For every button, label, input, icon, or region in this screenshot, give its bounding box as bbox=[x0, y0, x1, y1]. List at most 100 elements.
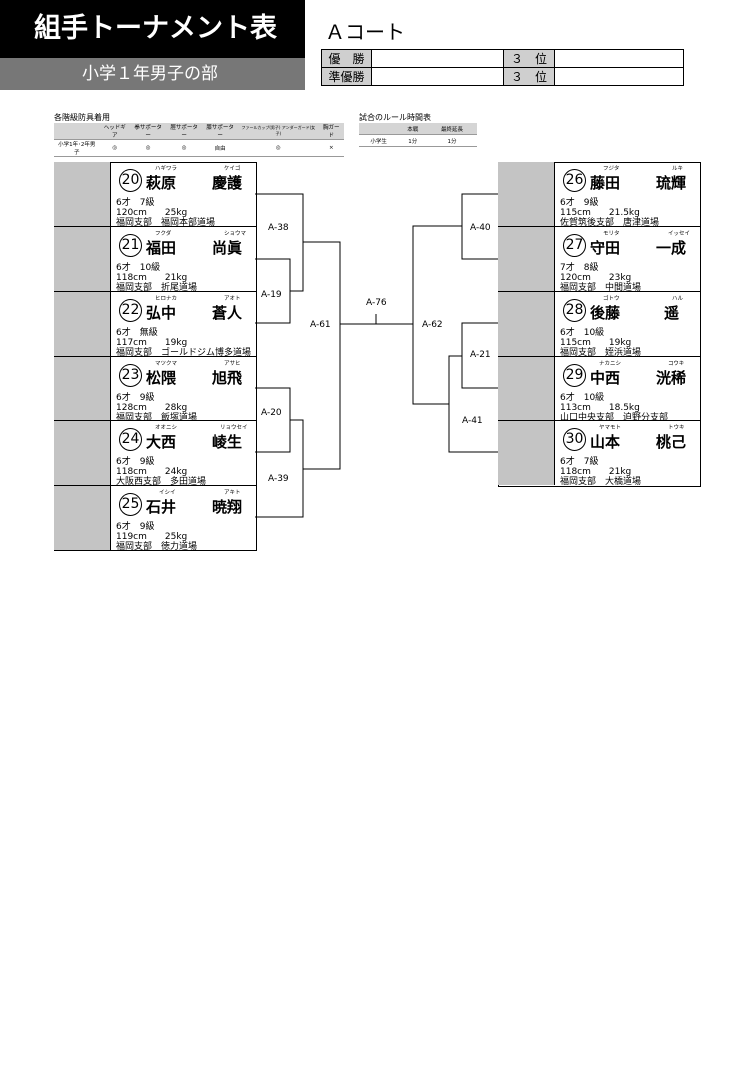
competitor-family-name: 後藤 bbox=[590, 304, 621, 322]
competitor-family-name: 福田 bbox=[146, 239, 177, 257]
competitor-score-cell bbox=[54, 227, 111, 291]
equipment-value: ◎ bbox=[238, 139, 319, 157]
competitor-family-name: 弘中 bbox=[146, 304, 177, 322]
competitor-number: 30 bbox=[563, 428, 586, 451]
competitor-kana-family: ヒロナカ bbox=[155, 296, 178, 302]
equipment-value: 自由 bbox=[202, 139, 239, 157]
competitor-kana-given: ショウマ bbox=[224, 231, 247, 237]
competitor-dojo: 佐賀筑後支部 唐津道場 bbox=[560, 218, 660, 228]
equipment-header: ファールカップ(男子) アンダーガード(女子) bbox=[238, 123, 319, 140]
competitor-height-weight: 115cm 21.5kg bbox=[560, 208, 640, 218]
competitor-entry: 30 ヤマモト トウキ 山本 桃己 6才 7級 118cm 21kg 福岡支部 … bbox=[498, 420, 701, 487]
competitor-kana-given: アオト bbox=[224, 296, 241, 302]
match-label-a62: A-62 bbox=[422, 320, 443, 330]
bracket-line-a38 bbox=[255, 193, 304, 292]
competitor-age-rank: 6才 無級 bbox=[116, 328, 158, 338]
competitor-kana-family: イシイ bbox=[159, 490, 176, 496]
equipment-value: ◎ bbox=[130, 139, 167, 157]
equipment-value: ◎ bbox=[99, 139, 131, 157]
competitor-score-cell bbox=[54, 292, 111, 356]
competitor-kana-given: コウキ bbox=[668, 361, 685, 367]
competitor-kana-family: マツクマ bbox=[155, 361, 178, 367]
competitor-number: 27 bbox=[563, 234, 586, 257]
bracket-line-a61 bbox=[303, 241, 341, 470]
competitor-number: 24 bbox=[119, 428, 142, 451]
competitor-kana-family: ナカニシ bbox=[599, 361, 622, 367]
match-label-a39: A-39 bbox=[268, 474, 289, 484]
competitor-age-rank: 7才 8級 bbox=[560, 263, 599, 273]
competitor-family-name: 石井 bbox=[146, 498, 177, 516]
competitor-age-rank: 6才 10級 bbox=[116, 263, 161, 273]
competitor-dojo: 大阪西支部 多田道場 bbox=[116, 477, 207, 487]
competitor-number: 25 bbox=[119, 493, 142, 516]
competitor-entry: 23 マツクマ アサヒ 松隈 旭飛 6才 9級 128cm 28kg 福岡支部 … bbox=[54, 356, 257, 423]
bracket-line-a20 bbox=[255, 387, 291, 453]
equipment-value: × bbox=[318, 139, 344, 157]
competitor-number: 20 bbox=[119, 169, 142, 192]
rules-row-label: 小学生 bbox=[359, 134, 399, 147]
court-label: Ａコート bbox=[325, 20, 405, 44]
competitor-given-name: 旭飛 bbox=[212, 369, 243, 387]
competitor-number: 22 bbox=[119, 299, 142, 322]
competitor-height-weight: 115cm 19kg bbox=[560, 338, 632, 348]
competitor-entry: 27 モリタ イッセイ 守田 一成 7才 8級 120cm 23kg 福岡支部 … bbox=[498, 226, 701, 293]
equipment-header: ヘッドギア bbox=[99, 123, 131, 140]
competitor-entry: 28 ゴトウ ハル 後藤 遥 6才 10級 115cm 19kg 福岡支部 姪浜… bbox=[498, 291, 701, 358]
competitor-score-cell bbox=[54, 421, 111, 485]
competitor-height-weight: 120cm 23kg bbox=[560, 273, 632, 283]
competitor-score-cell bbox=[54, 357, 111, 421]
competitor-number: 23 bbox=[119, 364, 142, 387]
third-label-2: ３ 位 bbox=[503, 67, 555, 86]
competitor-entry: 24 オオニシ リョウセイ 大西 崚生 6才 9級 118cm 24kg 大阪西… bbox=[54, 420, 257, 487]
rules-title: 試合のルール時間表 bbox=[359, 113, 431, 122]
competitor-score-cell bbox=[498, 292, 555, 356]
competitor-score-cell bbox=[54, 486, 111, 550]
competitor-height-weight: 118cm 24kg bbox=[116, 467, 188, 477]
third-value-2 bbox=[554, 67, 684, 86]
bracket-line-a41 bbox=[448, 355, 498, 453]
rules-table: 本戦 最終延長 小学生 1分 1分 bbox=[359, 123, 477, 147]
competitor-number: 29 bbox=[563, 364, 586, 387]
competitor-dojo: 福岡支部 折尾道場 bbox=[116, 283, 198, 293]
division-subtitle: 小学１年男子の部 bbox=[0, 58, 305, 90]
competitor-family-name: 萩原 bbox=[146, 174, 177, 192]
competitor-given-name: 慶護 bbox=[212, 174, 243, 192]
equipment-header: 脛サポーター bbox=[166, 123, 203, 140]
winner-label: 優 勝 bbox=[321, 49, 372, 68]
competitor-score-cell bbox=[54, 162, 111, 226]
rules-header: 本戦 bbox=[398, 123, 428, 135]
competitor-kana-given: ルキ bbox=[672, 166, 684, 172]
competitor-age-rank: 6才 10級 bbox=[560, 393, 605, 403]
competitor-height-weight: 113cm 18.5kg bbox=[560, 403, 640, 413]
match-label-a38: A-38 bbox=[268, 223, 289, 233]
competitor-given-name: 洸稀 bbox=[656, 369, 687, 387]
competitor-dojo: 福岡支部 徳力道場 bbox=[116, 542, 198, 552]
competitor-kana-family: モリタ bbox=[603, 231, 620, 237]
competitor-entry: 26 フジタ ルキ 藤田 琉輝 6才 9級 115cm 21.5kg 佐賀筑後支… bbox=[498, 162, 701, 228]
competitor-entry: 29 ナカニシ コウキ 中西 洸稀 6才 10級 113cm 18.5kg 山口… bbox=[498, 356, 701, 423]
competitor-kana-family: フクダ bbox=[155, 231, 172, 237]
competitor-given-name: 遥 bbox=[664, 304, 680, 322]
competitor-kana-given: アサヒ bbox=[224, 361, 241, 367]
competitor-entry: 25 イシイ アキト 石井 暁翔 6才 9級 119cm 25kg 福岡支部 徳… bbox=[54, 485, 257, 552]
competitor-height-weight: 119cm 25kg bbox=[116, 532, 188, 542]
competitor-kana-family: ゴトウ bbox=[603, 296, 620, 302]
bracket-line-a39 bbox=[255, 419, 304, 518]
equipment-header: 拳サポーター bbox=[130, 123, 167, 140]
competitor-age-rank: 6才 7級 bbox=[116, 198, 155, 208]
competitor-kana-family: オオニシ bbox=[155, 425, 178, 431]
match-label-a61: A-61 bbox=[310, 320, 331, 330]
competitor-kana-given: リョウセイ bbox=[220, 425, 248, 431]
competitor-age-rank: 6才 9級 bbox=[116, 393, 155, 403]
rules-value: 1分 bbox=[398, 134, 428, 147]
competitor-dojo: 福岡支部 福岡本部道場 bbox=[116, 218, 216, 228]
equipment-title: 各階級防具着用 bbox=[54, 113, 110, 122]
competitor-family-name: 大西 bbox=[146, 433, 177, 451]
competitor-kana-family: ハギワラ bbox=[155, 166, 178, 172]
competitor-number: 26 bbox=[563, 169, 586, 192]
runner-up-label: 準優勝 bbox=[321, 67, 372, 86]
match-label-a40: A-40 bbox=[470, 223, 491, 233]
competitor-number: 21 bbox=[119, 234, 142, 257]
equipment-row-label: 小学1年･2年男子 bbox=[54, 139, 100, 157]
